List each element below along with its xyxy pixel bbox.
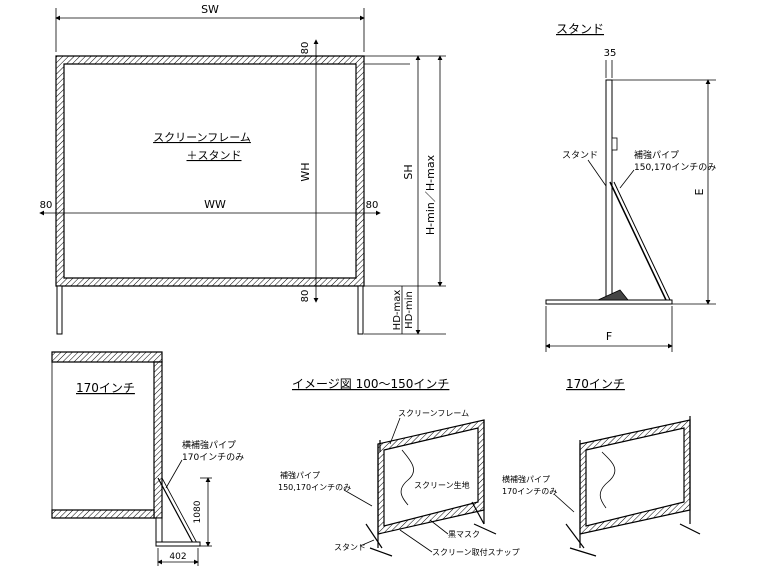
side-170-title: 170インチ bbox=[76, 381, 135, 395]
dim-f-label: F bbox=[606, 330, 612, 343]
dim-hrange-label: H-min／H-max bbox=[424, 154, 437, 235]
dim-35-label: 35 bbox=[604, 48, 617, 59]
dim-80-bottom-label: 80 bbox=[300, 290, 311, 303]
img-label-screen: スクリーン生地 bbox=[414, 480, 470, 490]
side-170-detail: 170インチ 横補強パイプ 170インチのみ 1080 402 bbox=[51, 351, 244, 566]
stand-label: スタンド bbox=[562, 150, 598, 161]
view-170-pipe-label-1: 横補強パイプ bbox=[502, 474, 550, 484]
dim-hd-min-label: HD-min bbox=[404, 291, 415, 329]
side-170-pipe-label-2: 170インチのみ bbox=[182, 452, 244, 463]
stand-upright-post bbox=[605, 79, 613, 303]
dim-80-top-label: 80 bbox=[300, 42, 311, 55]
dim-e-label: E bbox=[693, 188, 706, 195]
image-100-150-view: イメージ図 100～150インチ スクリーンフレーム スクリーン生地 補強パイプ… bbox=[278, 377, 520, 557]
dim-sw-label: SW bbox=[201, 3, 219, 16]
dim-wh-label: WH bbox=[299, 162, 312, 181]
side-170-pipe-label-1: 横補強パイプ bbox=[182, 439, 236, 451]
center-label-frame: スクリーンフレーム bbox=[153, 131, 251, 144]
view-170-title: 170インチ bbox=[566, 377, 625, 391]
center-label-stand: ＋スタンド bbox=[187, 149, 242, 162]
img-label-pipe-2: 150,170インチのみ bbox=[278, 483, 351, 492]
image-170-view: 170インチ 横補強パイプ 170インチのみ bbox=[502, 377, 701, 557]
stand-view-title: スタンド bbox=[556, 22, 604, 36]
pipe-label-2: 150,170インチのみ bbox=[634, 162, 716, 173]
dim-ww-label: WW bbox=[204, 198, 226, 211]
dim-1080-label: 1080 bbox=[193, 500, 203, 523]
img-label-pipe-1: 補強パイプ bbox=[280, 470, 320, 480]
main-front-view: SW WH 80 80 WW 80 80 スクリーンフレーム ＋スタンド SH … bbox=[39, 3, 446, 335]
reinforcement-pipe bbox=[609, 181, 667, 301]
dim-80-right-label: 80 bbox=[366, 200, 379, 211]
pipe-label-1: 補強パイプ bbox=[634, 149, 679, 161]
stand-side-view: スタンド 35 E F スタンド 補強パイプ 150,170インチのみ bbox=[545, 22, 716, 352]
img-label-stand: スタンド bbox=[334, 543, 366, 552]
dim-402-label: 402 bbox=[169, 552, 186, 562]
img-label-frame: スクリーンフレーム bbox=[398, 409, 469, 418]
img-label-mask: 黒マスク bbox=[448, 530, 480, 539]
dim-80-left-label: 80 bbox=[40, 200, 53, 211]
stand-leg-right bbox=[357, 285, 364, 335]
stand-base bbox=[545, 299, 673, 305]
dim-hd-max-label: HD-max bbox=[392, 290, 403, 331]
img-label-snap: スクリーン取付スナップ bbox=[432, 547, 520, 557]
view-170-pipe-label-2: 170インチのみ bbox=[502, 487, 557, 496]
dim-sh-label: SH bbox=[402, 164, 415, 179]
screen-frame bbox=[55, 55, 365, 287]
image-view-title: イメージ図 100～150インチ bbox=[292, 377, 449, 391]
stand-leg-left bbox=[56, 285, 63, 335]
